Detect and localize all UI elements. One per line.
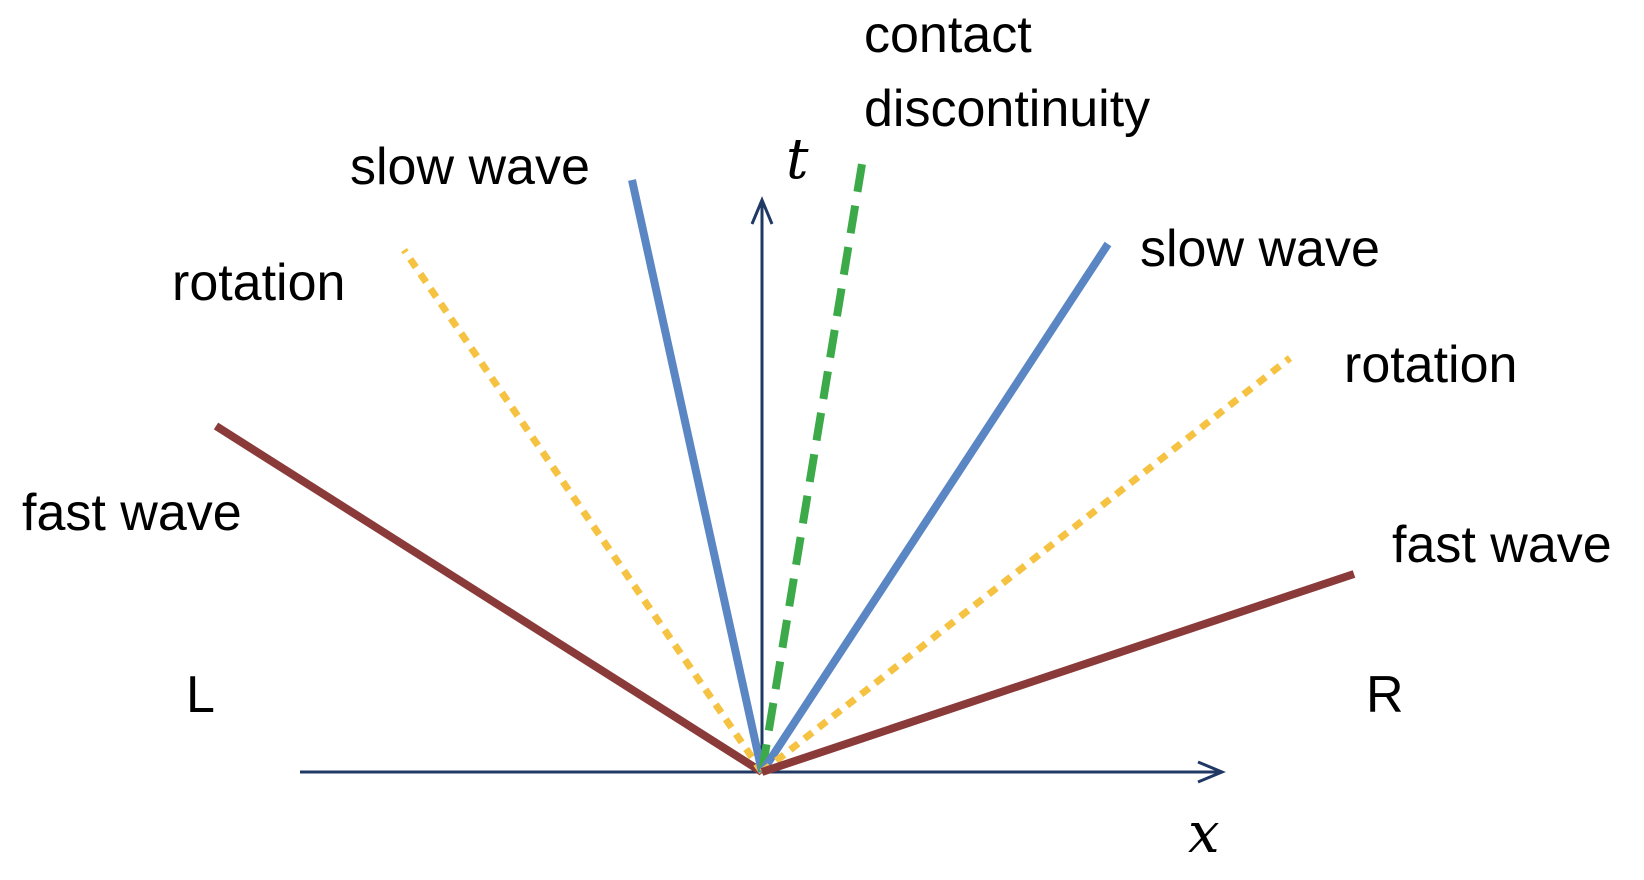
- region-right-label: R: [1366, 666, 1404, 724]
- rotation-right-label: rotation: [1344, 336, 1517, 394]
- slow-wave-left-line: [628, 179, 766, 773]
- slow-wave-right-line: [758, 241, 1112, 775]
- region-left-label: L: [186, 666, 215, 724]
- fast-wave-right-label: fast wave: [1392, 516, 1612, 574]
- fast-wave-left-line: [213, 422, 765, 776]
- rotation-right-line: [759, 355, 1293, 775]
- slow-wave-left-label: slow wave: [350, 138, 590, 196]
- fast-wave-left-label: fast wave: [22, 484, 242, 542]
- contact-label-line2: discontinuity: [864, 80, 1150, 138]
- t-axis-label: t: [786, 127, 809, 192]
- slow-wave-right-label: slow wave: [1140, 220, 1380, 278]
- rotation-left-label: rotation: [172, 254, 345, 312]
- contact-label-line1: contact: [864, 6, 1032, 64]
- fast-wave-right-line: [760, 570, 1356, 776]
- rotation-left-line: [401, 248, 765, 774]
- x-axis-label: x: [1188, 801, 1220, 866]
- contact-discontinuity-line: [758, 163, 866, 773]
